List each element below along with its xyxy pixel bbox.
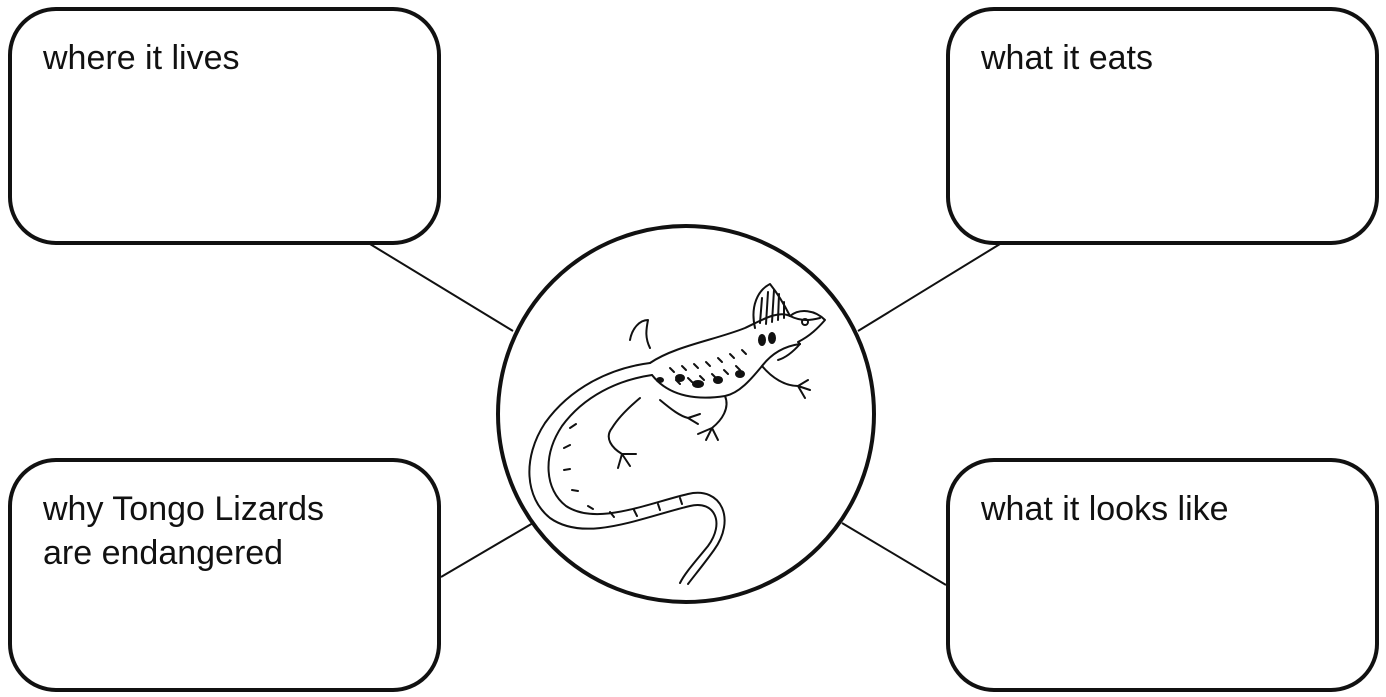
what-it-looks-like-box[interactable]: what it looks like	[946, 458, 1379, 692]
why-endangered-label: why Tongo Lizards are endangered	[43, 490, 324, 572]
what-it-eats-box[interactable]: what it eats	[946, 7, 1379, 245]
lizard-icon	[528, 283, 826, 585]
connector-where-it-lives	[369, 243, 514, 332]
connector-what-it-looks-like	[841, 522, 947, 586]
connector-why-endangered	[440, 522, 534, 578]
center-circle	[496, 224, 876, 604]
connector-what-it-eats	[857, 243, 1001, 332]
where-it-lives-label: where it lives	[43, 39, 240, 77]
where-it-lives-box[interactable]: where it lives	[8, 7, 441, 245]
why-endangered-box[interactable]: why Tongo Lizards are endangered	[8, 458, 441, 692]
what-it-eats-label: what it eats	[981, 39, 1153, 77]
what-it-looks-like-label: what it looks like	[981, 490, 1229, 528]
